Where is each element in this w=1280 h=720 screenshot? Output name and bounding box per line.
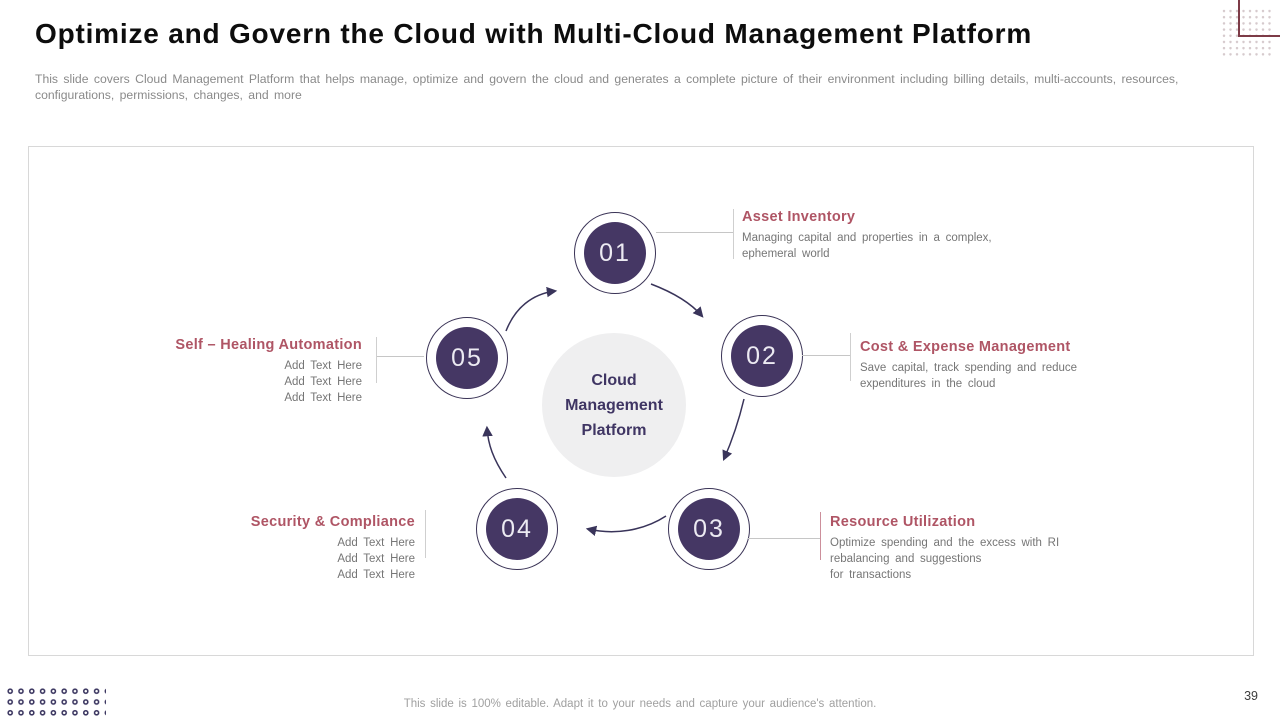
node-02: 02 <box>721 315 803 397</box>
callout-asset-inventory: Asset Inventory Managing capital and pro… <box>742 209 992 262</box>
node-05: 05 <box>426 317 508 399</box>
page-number: 39 <box>1244 689 1258 703</box>
center-hub-line-3: Platform <box>581 421 647 439</box>
page-title: Optimize and Govern the Cloud with Multi… <box>35 18 1033 49</box>
callout-resource-utilization: Resource Utilization Optimize spending a… <box>830 514 1059 583</box>
callout-05-title: Self – Healing Automation <box>175 337 362 353</box>
node-05-circle: 05 <box>436 327 498 389</box>
connector-04-v <box>425 510 426 558</box>
connector-02-h <box>802 355 850 356</box>
callout-05-desc-2: Add Text Here <box>284 376 362 388</box>
node-05-number: 05 <box>451 343 483 372</box>
callout-04-title: Security & Compliance <box>250 514 415 530</box>
callout-04-desc-3: Add Text Here <box>337 569 415 581</box>
callout-self-healing-automation: Self – Healing Automation Add Text Here … <box>112 337 362 406</box>
callout-01-desc-1: Managing capital and properties in a com… <box>742 232 992 244</box>
callout-03-desc-1: Optimize spending and the excess with RI <box>830 537 1060 549</box>
callout-05-desc-3: Add Text Here <box>284 392 362 404</box>
subtitle-line-2: configurations, permissions, changes, an… <box>35 87 302 102</box>
callout-cost-expense: Cost & Expense Management Save capital, … <box>860 339 1077 392</box>
node-01-number: 01 <box>599 238 631 267</box>
node-04: 04 <box>476 488 558 570</box>
connector-01-v <box>733 209 734 259</box>
connector-02-v <box>850 333 851 381</box>
subtitle-line-1: This slide covers Cloud Management Platf… <box>35 72 1179 86</box>
callout-02-desc-2: expenditures in the cloud <box>860 378 996 390</box>
connector-05-v <box>376 337 377 383</box>
node-04-circle: 04 <box>486 498 548 560</box>
node-01-circle: 01 <box>584 222 646 284</box>
callout-03-title: Resource Utilization <box>830 514 976 530</box>
callout-05-desc-1: Add Text Here <box>284 360 362 372</box>
connector-03-v <box>820 512 821 560</box>
center-hub-line-1: Cloud <box>591 371 637 389</box>
connector-01-h <box>656 232 733 233</box>
callout-04-desc-1: Add Text Here <box>337 537 415 549</box>
callout-04-desc-2: Add Text Here <box>337 553 415 565</box>
center-hub-line-2: Management <box>565 396 663 414</box>
node-01: 01 <box>574 212 656 294</box>
node-03: 03 <box>668 488 750 570</box>
node-03-circle: 03 <box>678 498 740 560</box>
connector-05-h <box>376 356 424 357</box>
dots-pattern-bottom-left <box>6 687 106 720</box>
node-02-circle: 02 <box>731 325 793 387</box>
node-03-number: 03 <box>693 514 725 543</box>
callout-02-title: Cost & Expense Management <box>860 339 1071 355</box>
center-hub: Cloud Management Platform <box>542 333 686 477</box>
callout-security-compliance: Security & Compliance Add Text Here Add … <box>165 514 415 583</box>
connector-03-h <box>748 538 820 539</box>
dots-pattern-top-right <box>1221 8 1273 56</box>
corner-rectangle-decoration <box>1238 0 1280 37</box>
callout-03-desc-2: rebalancing and suggestions <box>830 553 982 565</box>
node-04-number: 04 <box>501 514 533 543</box>
slide-subtitle: This slide covers Cloud Management Platf… <box>35 72 1230 103</box>
callout-03-desc-3: for transactions <box>830 569 912 581</box>
node-02-number: 02 <box>746 341 778 370</box>
footer-note: This slide is 100% editable. Adapt it to… <box>403 698 877 710</box>
callout-01-title: Asset Inventory <box>742 209 856 225</box>
callout-01-desc-2: ephemeral world <box>742 248 830 260</box>
callout-02-desc-1: Save capital, track spending and reduce <box>860 362 1078 374</box>
